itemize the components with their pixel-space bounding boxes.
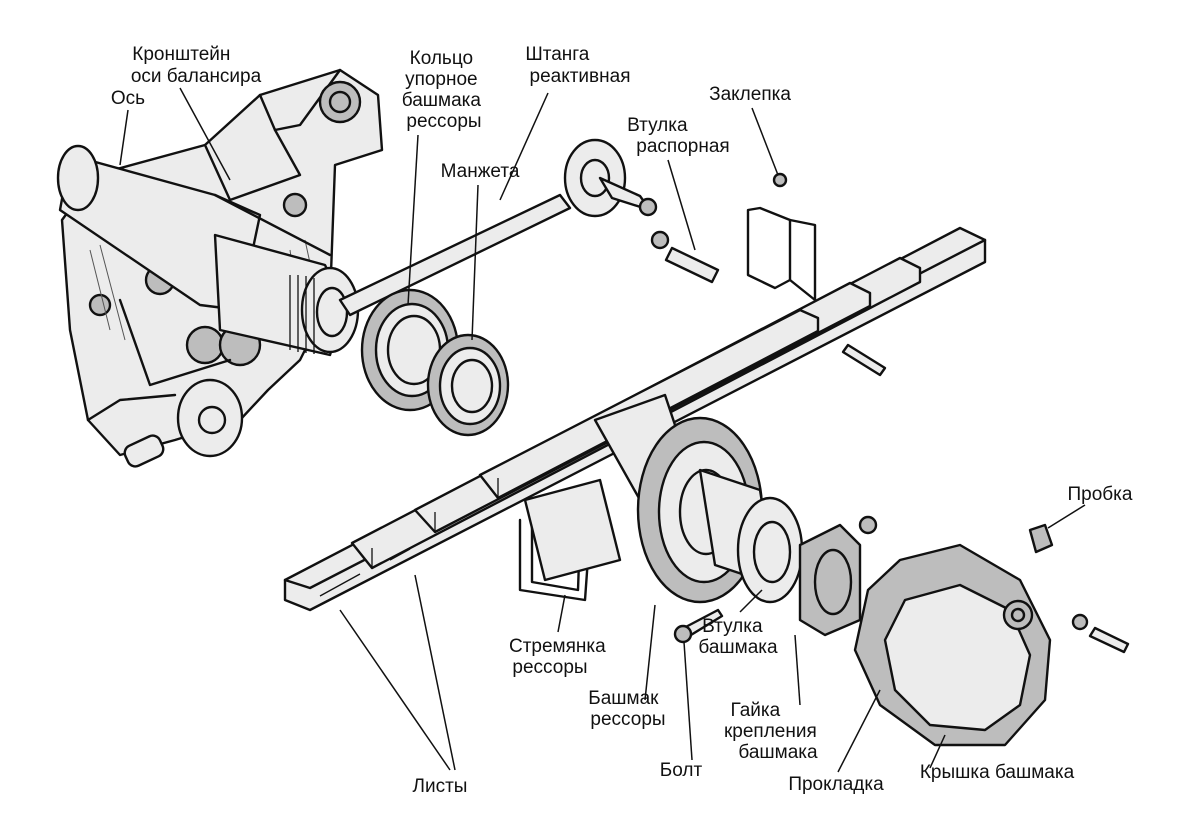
side-bolt-part [841, 343, 887, 377]
shoe-bushing-part [736, 496, 804, 604]
spacer-bushing [650, 230, 720, 284]
reaction-rod [338, 138, 658, 317]
label-rivet: Заклепка [709, 84, 791, 105]
label-spring-clamp: Стремянка рессоры [509, 636, 611, 678]
label-axle: Ось [111, 88, 145, 109]
label-shoe-bushing: Втулка башмака [698, 616, 778, 658]
label-gasket: Прокладка [788, 774, 884, 795]
leader-lines [119, 87, 1086, 773]
shoe-cover-part [853, 543, 1052, 747]
balance-axle [56, 144, 360, 357]
spring-shoe [593, 393, 777, 604]
cover-bolt-part [1071, 613, 1130, 654]
label-shoe-fixing-nut: Гайка крепления башмака [724, 700, 822, 763]
label-spring-shoe: Башмак рессоры [588, 688, 665, 730]
label-thrust-ring: Кольцо упорное башмака рессоры [402, 48, 486, 132]
leaf-clip-right [746, 172, 817, 302]
label-leaves: Листы [413, 776, 468, 797]
cuff-seal-part [426, 333, 510, 437]
plug-part [1028, 523, 1054, 554]
label-bracket: Кронштейн оси балансира [131, 44, 262, 87]
label-shoe-cover: Крышка башмака [920, 762, 1075, 783]
bolt-part [673, 608, 724, 644]
spring-clamp-part [518, 478, 622, 602]
label-bolt: Болт [660, 760, 703, 781]
label-plug: Пробка [1068, 484, 1133, 505]
label-cuff: Манжета [441, 161, 520, 182]
shoe-fixing-nut-part [798, 515, 878, 637]
label-reaction-rod: Штанга реактивная [525, 44, 630, 87]
label-spacer-bushing: Втулка распорная [627, 115, 730, 157]
